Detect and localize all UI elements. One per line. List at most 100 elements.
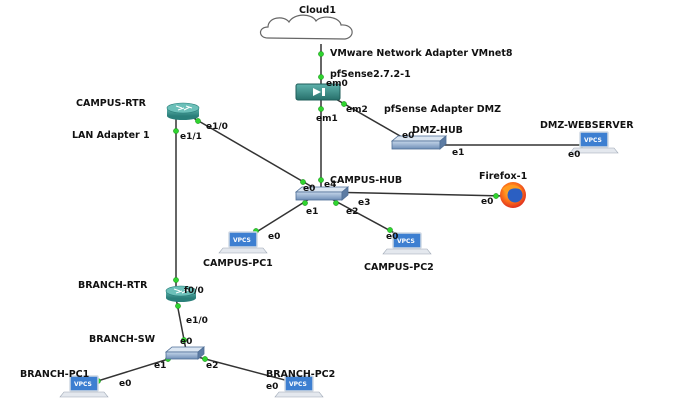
branch-pc2-label: BRANCH-PC2: [266, 369, 335, 380]
hub-body: [391, 140, 441, 150]
branch-pc1-node[interactable]: VPCS BRANCH-PC1: [20, 369, 109, 398]
port-label: e1: [452, 148, 464, 158]
status-dot: [173, 277, 179, 283]
hub-side: [341, 186, 349, 201]
status-dot: [333, 200, 339, 206]
vmnet-annotation: VMware Network Adapter VMnet8: [330, 48, 513, 59]
firefox-node[interactable]: Firefox-1: [479, 171, 527, 208]
status-dot: [173, 128, 179, 134]
switch-body: [165, 351, 199, 360]
lan-adapter-annotation: LAN Adapter 1: [72, 130, 150, 141]
status-dot: [202, 356, 208, 362]
firefox-tail: [502, 184, 522, 193]
port-label: em0: [326, 79, 348, 89]
vpcs-icon: [392, 232, 422, 249]
dmz-webserver-node[interactable]: VPCS DMZ-WEBSERVER: [540, 120, 634, 154]
laptop-base: [569, 147, 619, 154]
vpcs-icon: [228, 231, 258, 248]
port-label: e3: [358, 198, 370, 208]
laptop-base: [218, 247, 268, 254]
vpcs-text: VPCS: [397, 238, 415, 245]
laptop-base: [382, 248, 432, 255]
campus-pc2-label: CAMPUS-PC2: [364, 262, 434, 273]
port-label: e2: [206, 361, 218, 371]
port-label: e0: [119, 379, 131, 389]
status-dot: [318, 51, 324, 57]
port-label: e1/0: [206, 122, 228, 132]
vpcs-icon: [579, 131, 609, 148]
status-dot: [341, 101, 347, 107]
status-dot: [300, 179, 306, 185]
dmz-hub-node[interactable]: DMZ-HUB: [390, 125, 463, 150]
dmz-hub-label: DMZ-HUB: [412, 125, 463, 136]
port-label: e0: [386, 232, 398, 242]
pfsense-dmz-annotation: pfSense Adapter DMZ: [384, 104, 501, 115]
branch-sw-node[interactable]: BRANCH-SW: [89, 334, 206, 360]
status-dot: [181, 337, 187, 343]
port-label: e2: [346, 207, 358, 217]
pfsense-label: pfSense2.7.2-1: [330, 69, 411, 80]
link-branch-sw-pc1[interactable]: [87, 355, 179, 385]
campus-pc1-node[interactable]: VPCS CAMPUS-PC1: [203, 231, 273, 269]
port-label: e0: [402, 131, 414, 141]
link-campus-rtr-campus-hub[interactable]: [189, 115, 315, 189]
campus-rtr-node[interactable]: CAMPUS-RTR: [76, 98, 200, 120]
status-dot: [195, 118, 201, 124]
router-arrows-icon: [173, 288, 191, 294]
cloud1-node[interactable]: Cloud1: [259, 5, 353, 40]
port-label: e1: [154, 361, 166, 371]
campus-pc2-node[interactable]: VPCS CAMPUS-PC2: [364, 232, 434, 273]
campus-pc1-label: CAMPUS-PC1: [203, 258, 273, 269]
status-dot: [493, 193, 499, 199]
port-label: em1: [316, 114, 338, 124]
campus-hub-label: CAMPUS-HUB: [330, 175, 402, 186]
laptop-base: [59, 391, 109, 398]
dmz-webserver-label: DMZ-WEBSERVER: [540, 120, 634, 131]
status-dot: [387, 227, 393, 233]
cloud-icon: [259, 14, 353, 40]
port-label: e0: [180, 337, 192, 347]
port-label: e1/0: [186, 316, 208, 326]
port-label: e1: [306, 207, 318, 217]
firefox-label: Firefox-1: [479, 171, 527, 182]
vpcs-text: VPCS: [584, 137, 602, 144]
vpcs-text: VPCS: [74, 381, 92, 388]
port-label: e0: [481, 197, 493, 207]
port-label: e4: [324, 180, 336, 190]
link-branch-sw-pc2[interactable]: [193, 355, 301, 385]
status-dot: [302, 200, 308, 206]
status-dot: [318, 177, 324, 183]
port-label: e1/1: [180, 132, 202, 142]
branch-rtr-node[interactable]: BRANCH-RTR: [78, 280, 197, 302]
hub-side: [439, 135, 447, 150]
vpcs-icon: [69, 375, 99, 392]
branch-pc2-node[interactable]: VPCS BRANCH-PC2: [266, 369, 335, 398]
vpcs-text: VPCS: [233, 237, 251, 244]
campus-hub-node[interactable]: CAMPUS-HUB: [294, 175, 402, 201]
vpcs-icon: [284, 375, 314, 392]
port-label: e0: [266, 382, 278, 392]
vpcs-text: VPCS: [289, 381, 307, 388]
status-dot: [318, 74, 324, 80]
hub-icon: [390, 135, 448, 142]
router-arrows-icon: [175, 105, 193, 111]
branch-sw-label: BRANCH-SW: [89, 334, 156, 345]
arrow-right-icon: [313, 88, 321, 96]
port-label: e0: [303, 184, 315, 194]
port-label: f0/0: [184, 286, 204, 296]
firefox-globe: [507, 187, 523, 203]
status-dot: [318, 106, 324, 112]
port-label: e0: [568, 150, 580, 160]
port-label: e0: [268, 232, 280, 242]
branch-pc1-label: BRANCH-PC1: [20, 369, 89, 380]
status-dot: [175, 303, 181, 309]
campus-rtr-label: CAMPUS-RTR: [76, 98, 147, 109]
laptop-base: [274, 391, 324, 398]
arrow-bar-icon: [322, 88, 325, 96]
switch-side: [197, 346, 205, 360]
cloud1-label: Cloud1: [299, 5, 336, 16]
pfsense-node[interactable]: pfSense2.7.2-1: [295, 69, 411, 101]
port-label: em2: [346, 105, 368, 115]
link-campus-hub-firefox[interactable]: [321, 191, 506, 197]
